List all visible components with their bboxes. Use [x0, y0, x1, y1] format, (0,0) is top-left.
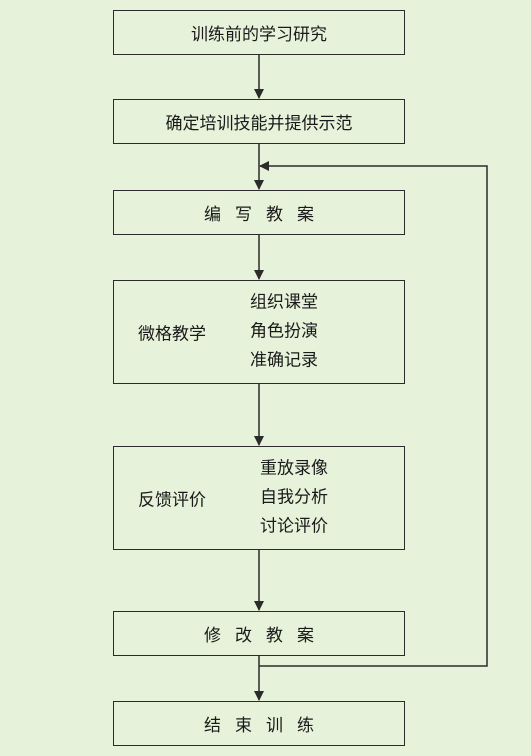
- step-write-lesson-plan: 编写教案: [113, 190, 405, 235]
- step-define-skills-and-demonstrate: 确定培训技能并提供示范: [113, 99, 405, 144]
- step-label: 训练前的学习研究: [191, 25, 327, 45]
- sub-item: 重放录像: [260, 458, 328, 479]
- step-label: 修改教案: [204, 626, 328, 646]
- step-revise-lesson-plan: 修改教案: [113, 611, 405, 656]
- sub-item: 自我分析: [260, 487, 328, 508]
- sub-item: 组织课堂: [250, 292, 318, 313]
- step-label: 确定培训技能并提供示范: [165, 114, 353, 134]
- sub-item: 讨论评价: [260, 516, 328, 537]
- step-end-training: 结束训练: [113, 701, 405, 746]
- feedback-loop-arrow: [259, 161, 488, 667]
- step-label: 编写教案: [204, 205, 328, 225]
- step-label: 结束训练: [204, 716, 328, 736]
- step-pre-training-study: 训练前的学习研究: [113, 10, 405, 55]
- step-label: 微格教学: [138, 324, 206, 345]
- step-sub-items: 组织课堂 角色扮演 准确记录: [250, 289, 318, 376]
- sub-item: 准确记录: [250, 350, 318, 371]
- step-feedback-evaluation: 反馈评价 重放录像 自我分析 讨论评价: [113, 446, 405, 550]
- sub-item: 角色扮演: [250, 321, 318, 342]
- step-sub-items: 重放录像 自我分析 讨论评价: [260, 455, 328, 542]
- step-label: 反馈评价: [138, 490, 206, 511]
- step-microteaching: 微格教学 组织课堂 角色扮演 准确记录: [113, 280, 405, 384]
